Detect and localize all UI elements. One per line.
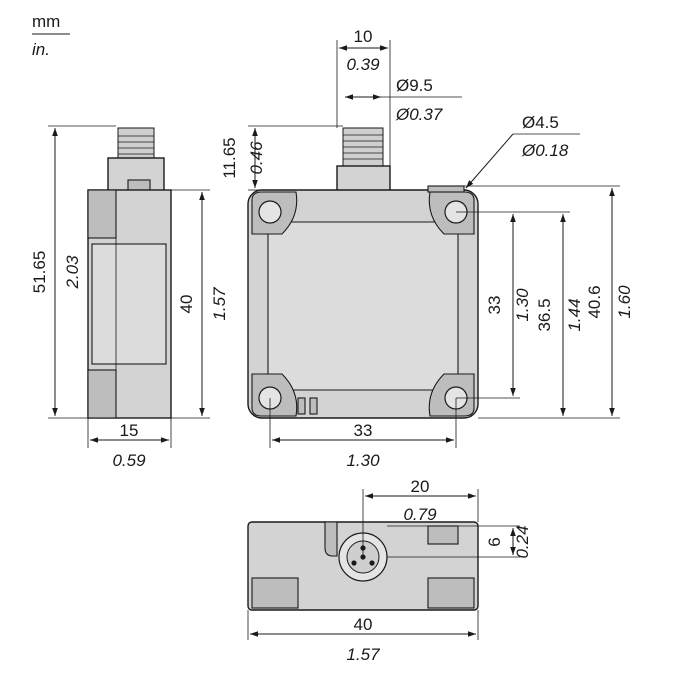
bottom-width-in: 1.57	[346, 645, 380, 664]
front-dims: 10 0.39 Ø9.5 Ø0.37 11.65 0.46 Ø4.5 Ø0.18…	[220, 27, 634, 470]
units-legend: mm in.	[32, 12, 70, 59]
unit-inch: in.	[32, 40, 50, 59]
connector-depth-mm: 6	[485, 537, 504, 546]
connector-depth-in: 0.24	[513, 525, 532, 558]
side-height-body-in: 1.57	[210, 287, 229, 321]
connector-height-in: 0.46	[247, 141, 266, 175]
total-height-in: 1.60	[615, 285, 634, 319]
bottom-width-mm: 40	[354, 615, 373, 634]
connector-diameter-in: Ø0.37	[395, 105, 443, 124]
side-height-body-mm: 40	[177, 295, 196, 314]
side-connector-thread	[117, 127, 155, 159]
side-width-mm: 15	[120, 421, 139, 440]
connector-width-mm: 10	[354, 27, 373, 46]
side-dims: 51.65 2.03 40 1.57 15 0.59	[30, 125, 229, 470]
front-sensing-face	[267, 221, 459, 391]
unit-mm: mm	[32, 12, 60, 31]
front-connector-base	[336, 165, 391, 193]
front-view	[247, 127, 479, 419]
inner-height-mm: 36.5	[535, 298, 554, 331]
side-height-total-in: 2.03	[63, 255, 82, 290]
side-height-total-mm: 51.65	[30, 251, 49, 294]
side-view	[87, 127, 172, 419]
hole-diameter-in: Ø0.18	[521, 141, 569, 160]
bottom-view	[247, 521, 479, 611]
total-height-mm: 40.6	[585, 285, 604, 318]
mounting-hole-tl	[258, 200, 282, 224]
side-width-in: 0.59	[112, 451, 146, 470]
hole-spacing-h-mm: 33	[354, 421, 373, 440]
connector-width-in: 0.39	[346, 55, 380, 74]
hole-spacing-v-in: 1.30	[513, 288, 532, 322]
connector-diameter-mm: Ø9.5	[396, 76, 433, 95]
connector-offset-in: 0.79	[403, 505, 437, 524]
connector-offset-mm: 20	[411, 477, 430, 496]
bottom-dims: 20 0.79 6 0.24 40 1.57	[247, 477, 532, 664]
hole-spacing-v-mm: 33	[485, 296, 504, 315]
hole-diameter-mm: Ø4.5	[522, 113, 559, 132]
hole-spacing-h-in: 1.30	[346, 451, 380, 470]
inner-height-in: 1.44	[565, 298, 584, 331]
connector-height-mm: 11.65	[220, 137, 239, 178]
